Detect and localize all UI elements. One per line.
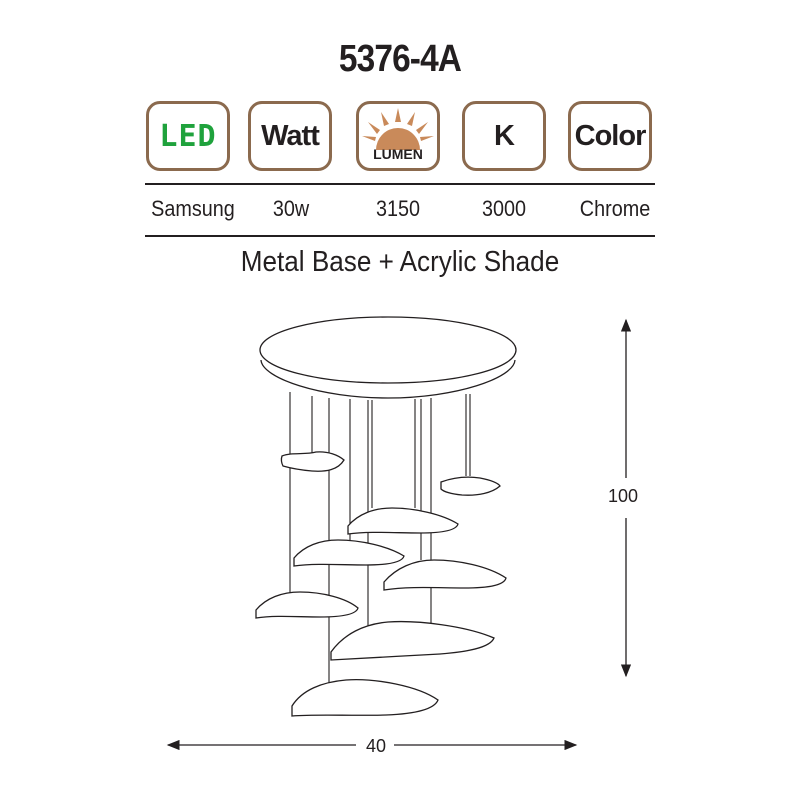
spec-kelvin: 3000 <box>481 196 527 221</box>
shade-2 <box>440 476 501 496</box>
spec-color: Chrome <box>579 196 651 221</box>
watt-badge: Watt <box>248 101 332 171</box>
kelvin-badge-label: K <box>494 119 515 152</box>
shade-7 <box>330 621 495 661</box>
divider-top <box>145 183 655 185</box>
led-badge-label: LED <box>159 118 217 154</box>
spec-led: Samsung <box>151 196 235 221</box>
suspension-wires <box>289 392 471 688</box>
color-badge-label: Color <box>574 119 647 152</box>
width-dimension-label: 40 <box>366 736 387 756</box>
sun-icon <box>362 108 434 150</box>
lumen-badge-label: LUMEN <box>373 146 423 162</box>
shade-5 <box>383 559 507 591</box>
kelvin-badge: K <box>462 101 546 171</box>
shade-6 <box>255 591 359 619</box>
ceiling-canopy <box>259 316 517 399</box>
divider-bottom <box>145 235 655 237</box>
led-badge: LED <box>146 101 230 171</box>
material-description: Metal Base + Acrylic Shade <box>240 246 560 278</box>
acrylic-shades <box>255 451 507 717</box>
color-badge: Color <box>568 101 652 171</box>
watt-badge-label: Watt <box>261 119 320 152</box>
shade-1 <box>280 451 345 472</box>
height-dimension-label: 100 <box>608 486 639 506</box>
spec-lumen: 3150 <box>375 196 421 221</box>
shade-3 <box>347 507 459 535</box>
spec-watt: 30w <box>272 196 310 221</box>
lumen-badge: LUMEN <box>356 101 440 171</box>
product-code: 5376-4A <box>338 38 462 80</box>
shade-8 <box>291 679 439 717</box>
shade-4 <box>293 539 405 567</box>
